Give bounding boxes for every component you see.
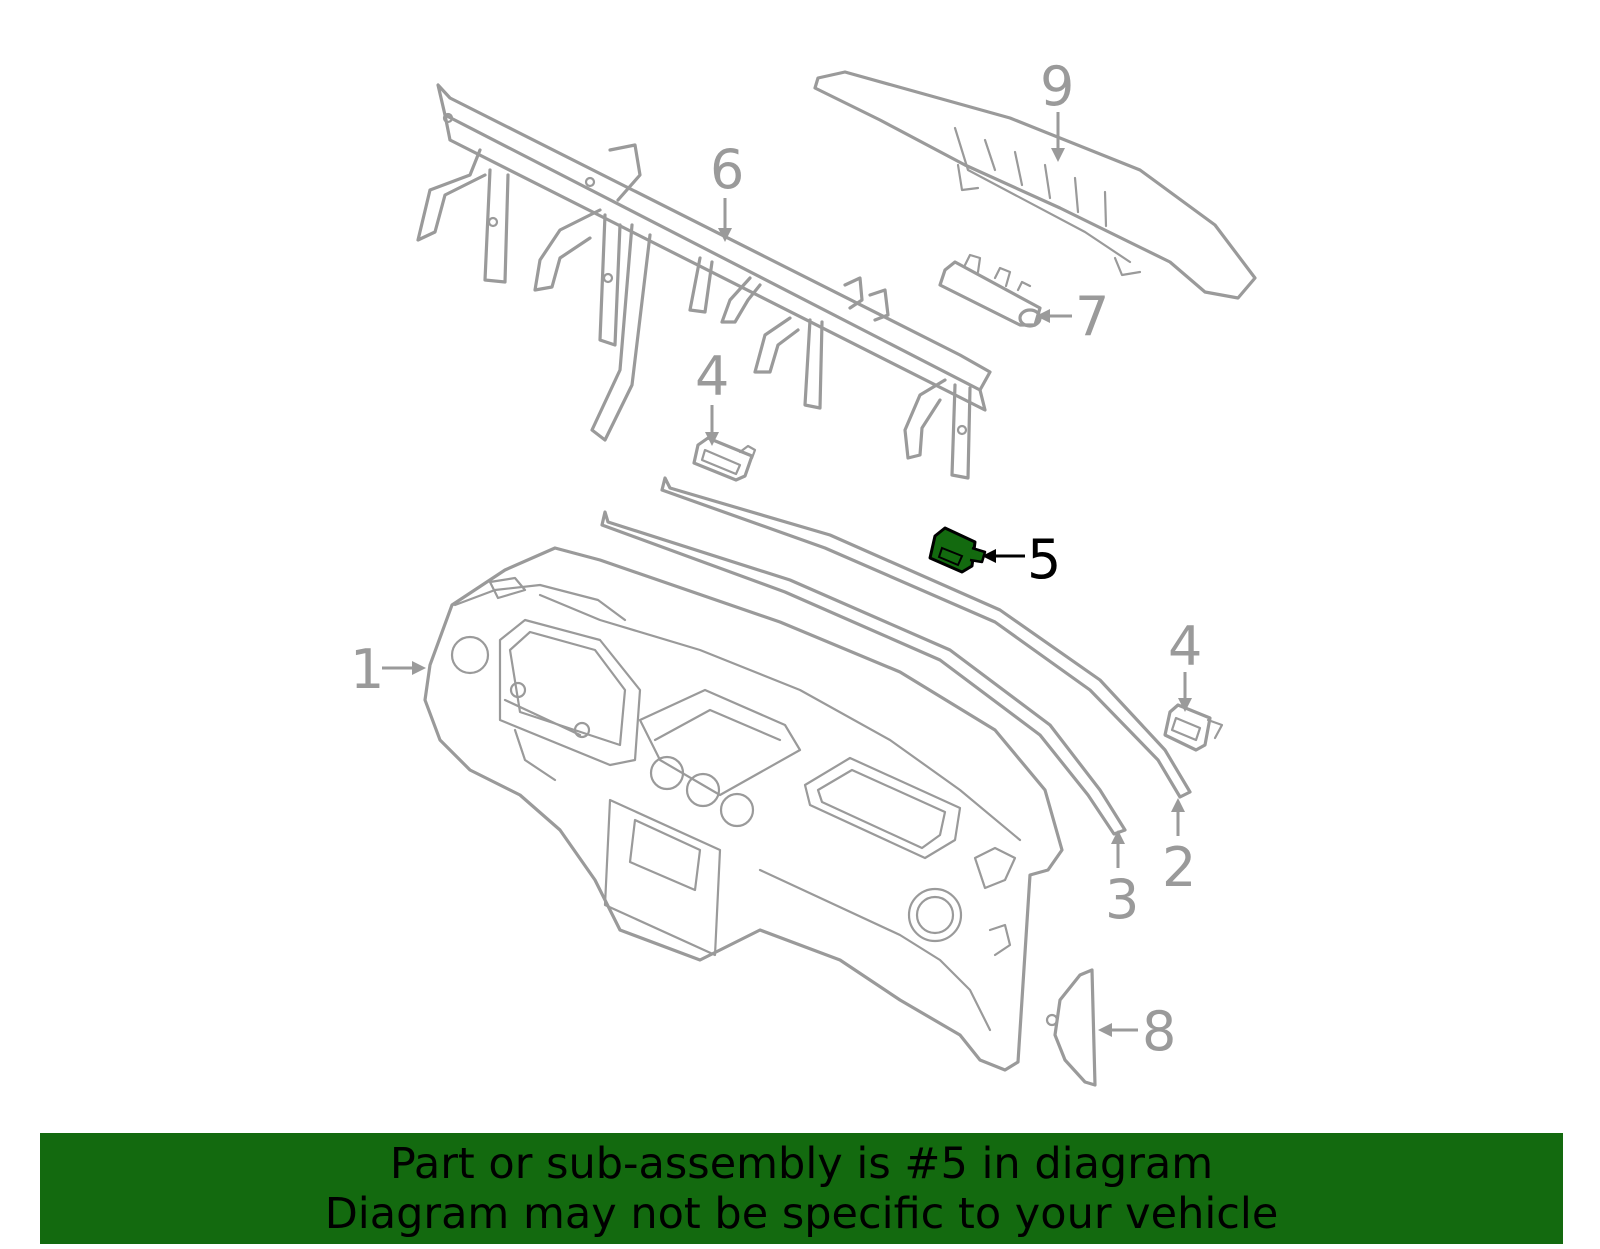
banner-line-2: Diagram may not be specific to your vehi… <box>324 1188 1279 1239</box>
callout-8: 8 <box>1098 1000 1176 1063</box>
callout-7: 7 <box>1036 285 1109 348</box>
info-banner: Part or sub-assembly is #5 in diagram Di… <box>40 1133 1563 1244</box>
callout-5: 5 <box>982 528 1061 591</box>
part-6-cross-car-beam <box>416 83 992 480</box>
callout-6: 6 <box>710 138 744 242</box>
callout-8-label: 8 <box>1142 1000 1176 1063</box>
callout-4a-label: 4 <box>695 345 729 408</box>
callout-5-label: 5 <box>1027 528 1061 591</box>
callout-1: 1 <box>350 638 426 701</box>
part-7-bracket <box>938 253 1042 328</box>
part-8-end-cap <box>1045 968 1097 1087</box>
callout-7-label: 7 <box>1075 285 1109 348</box>
callout-4b-label: 4 <box>1168 615 1202 678</box>
callout-9-label: 9 <box>1040 55 1074 118</box>
part-1-instrument-panel <box>423 546 1064 1072</box>
callout-4-right: 4 <box>1168 615 1202 712</box>
part-5-clip-highlighted <box>928 526 987 574</box>
callout-1-label: 1 <box>350 638 384 701</box>
callout-2-label: 2 <box>1162 836 1196 899</box>
callout-2: 2 <box>1162 798 1196 899</box>
part-4-clip-upper <box>692 436 757 482</box>
callout-6-label: 6 <box>710 138 744 201</box>
part-9-defroster-panel <box>813 70 1257 300</box>
callout-3: 3 <box>1105 830 1139 931</box>
part-2-3-moldings <box>600 476 1192 836</box>
callout-9: 9 <box>1040 55 1074 162</box>
callout-4-upper: 4 <box>695 345 729 446</box>
banner-line-1: Part or sub-assembly is #5 in diagram <box>389 1138 1214 1189</box>
callout-3-label: 3 <box>1105 868 1139 931</box>
part-4-clip-right <box>1163 703 1224 752</box>
